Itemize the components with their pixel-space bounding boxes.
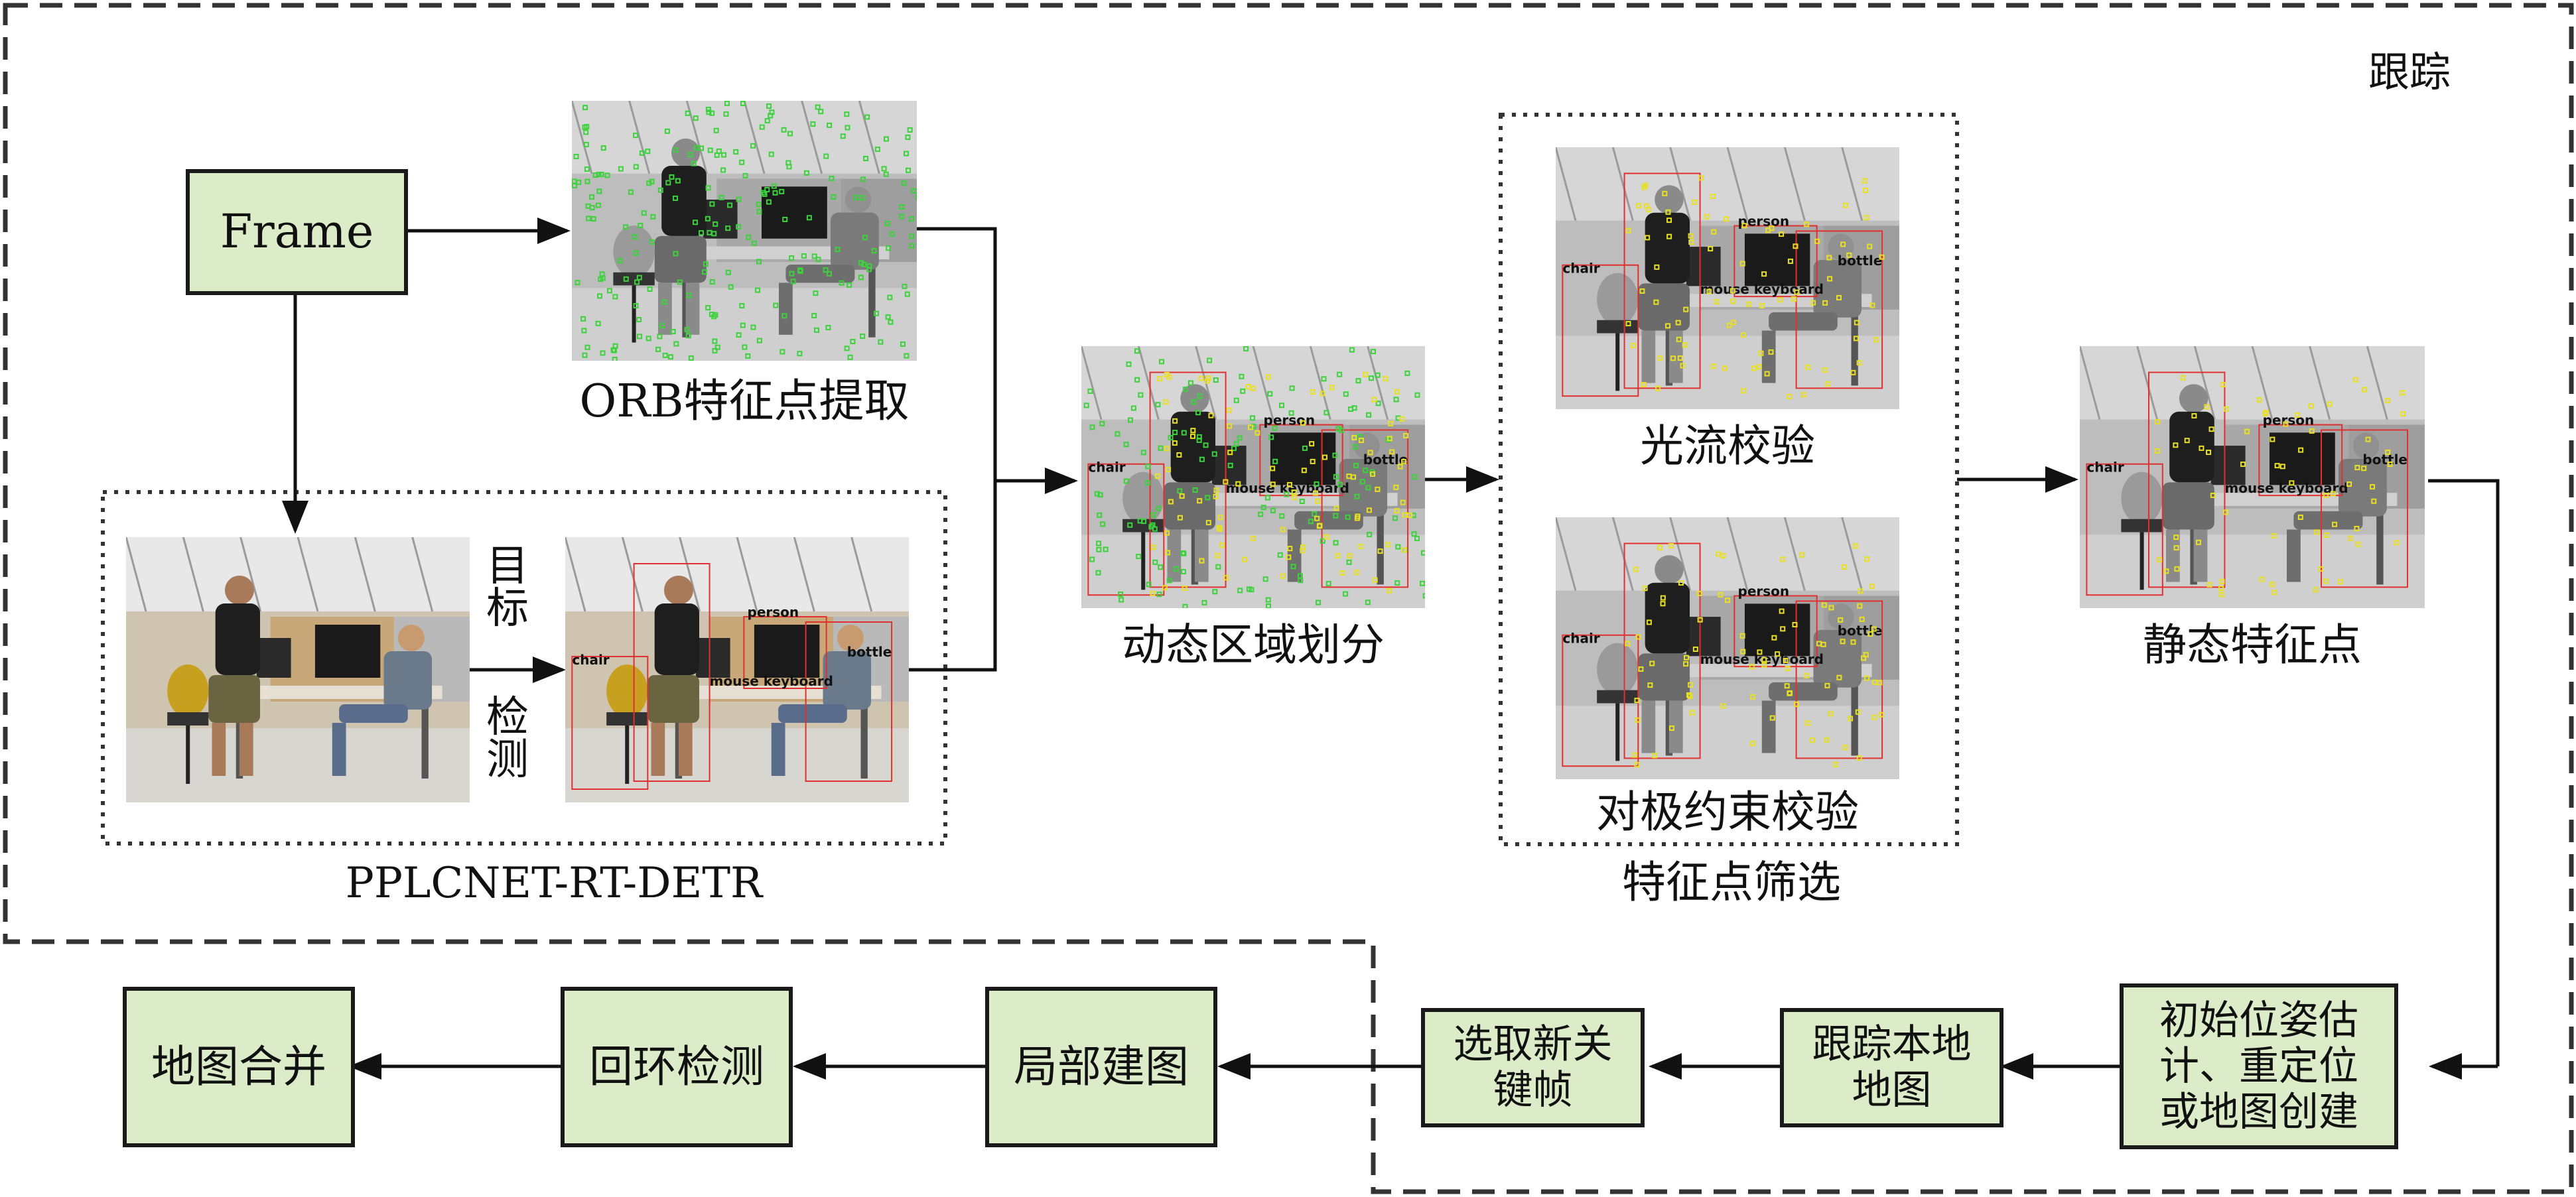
select-keyframe-box: 选取新关键帧: [1421, 1008, 1645, 1127]
svg-text:chair: chair: [1088, 460, 1125, 475]
svg-text:bottle: bottle: [2362, 452, 2407, 468]
svg-text:bottle: bottle: [847, 644, 892, 660]
dynamic-caption: 动态区域划分: [1122, 619, 1385, 670]
epipolar-caption: 对极约束校验: [1596, 787, 1859, 838]
connector-static-to-init: [2428, 479, 2500, 1066]
svg-text:chair: chair: [1562, 631, 1599, 647]
filter-caption: 特征点筛选: [1622, 857, 1841, 908]
detector-input-image: [126, 537, 470, 802]
track-local-map-box: 跟踪本地地图: [1780, 1008, 2003, 1127]
map-merge-box: 地图合并: [123, 987, 355, 1147]
svg-text:person: person: [1738, 584, 1790, 599]
svg-text:person: person: [748, 604, 799, 620]
static-features-image: person chair bottle mouse keyboard: [2080, 346, 2425, 608]
svg-text:mouse keyboard: mouse keyboard: [1700, 281, 1824, 297]
optical-flow-caption: 光流校验: [1640, 420, 1815, 472]
svg-text:chair: chair: [572, 652, 609, 668]
static-caption: 静态特征点: [2143, 619, 2362, 670]
init-pose-box: 初始位姿估计、重定位或地图创建: [2120, 983, 2398, 1149]
svg-text:mouse keyboard: mouse keyboard: [710, 673, 833, 689]
svg-text:chair: chair: [2086, 460, 2124, 475]
optical-flow-image: person chair bottle mouse keyboard: [1556, 147, 1899, 409]
detector-group-outline: [101, 490, 947, 846]
detector-output-image: person chair bottle mouse keyboard: [565, 537, 909, 802]
svg-text:chair: chair: [1562, 261, 1599, 277]
tracking-label: 跟踪: [2368, 48, 2451, 96]
loop-detection-box: 回环检测: [561, 987, 793, 1147]
frame-box: Frame: [186, 169, 408, 295]
detector-caption: PPLCNET-RT-DETR: [345, 859, 763, 908]
svg-text:person: person: [2263, 412, 2315, 428]
orb-image: [572, 101, 917, 361]
connector-detector-to-dynamic: [909, 481, 997, 672]
svg-text:bottle: bottle: [1838, 253, 1883, 269]
orb-caption: ORB特征点提取: [579, 375, 910, 428]
local-mapping-box: 局部建图: [985, 987, 1217, 1147]
detect-arrow-bottom-label: 检测: [486, 693, 529, 785]
filter-group-outline: [1499, 113, 1959, 846]
connector-orb-to-dynamic: [917, 227, 997, 481]
svg-text:person: person: [1738, 214, 1790, 229]
tracking-region-outline: [3, 3, 2574, 1194]
svg-text:mouse keyboard: mouse keyboard: [2224, 480, 2348, 496]
detect-arrow-top-label: 目标: [486, 542, 529, 633]
